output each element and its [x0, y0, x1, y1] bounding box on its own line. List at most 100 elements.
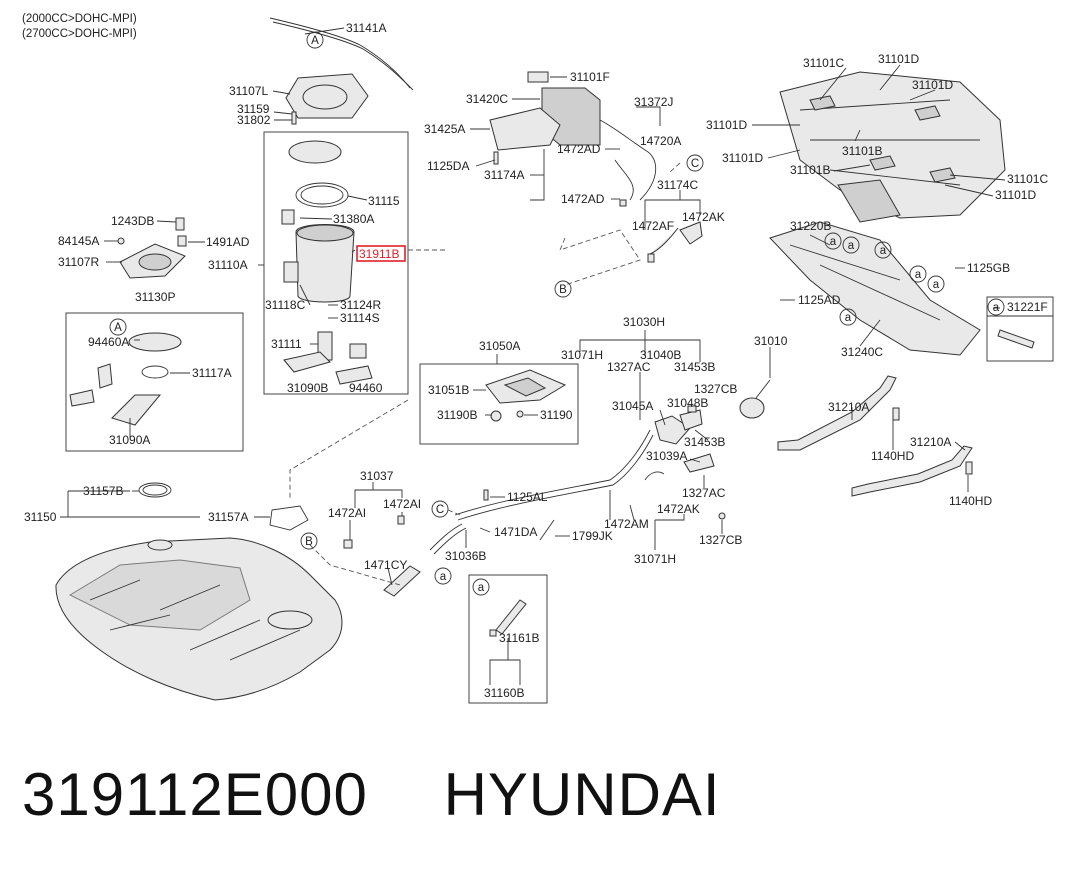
- svg-text:a: a: [440, 571, 447, 583]
- gasket-31157b: [138, 482, 172, 498]
- label-1125ad: 1125AD: [798, 293, 841, 307]
- callout-a-shield-1: a: [824, 232, 842, 250]
- label-31425a: 31425A: [424, 122, 465, 136]
- svg-text:B: B: [305, 536, 313, 548]
- callout-a-shield-5: a: [927, 275, 945, 293]
- label-31101d-top: 31101D: [878, 52, 919, 66]
- engine-spec-line-2: (2700CC>DOHC-MPI): [22, 28, 137, 40]
- label-31101b-upper: 31101B: [842, 144, 882, 158]
- label-31240c: 31240C: [841, 345, 883, 359]
- label-31101b-lower: 31101B: [790, 163, 830, 177]
- label-31141a: 31141A: [346, 21, 386, 35]
- label-1125al: 1125AL: [507, 490, 548, 504]
- label-31130p: 31130P: [135, 290, 175, 304]
- label-31157a: 31157A: [208, 510, 248, 524]
- svg-text:A: A: [114, 322, 122, 334]
- fuel-pump-module-box: [263, 131, 409, 395]
- svg-text:a: a: [848, 240, 855, 252]
- label-31101d-bottom: 31101D: [995, 188, 1036, 202]
- label-94460: 94460: [349, 381, 383, 395]
- label-31210a-lower: 31210A: [910, 435, 951, 449]
- svg-text:C: C: [436, 504, 444, 516]
- tank-straps: [777, 375, 973, 497]
- label-31101d-right: 31101D: [912, 78, 953, 92]
- svg-text:a: a: [880, 245, 887, 257]
- fuel-tank: [55, 537, 343, 701]
- label-31039a: 31039A: [646, 449, 687, 463]
- detail-a-box-right: [986, 296, 1054, 362]
- svg-text:a: a: [845, 312, 852, 324]
- label-31101f: 31101F: [570, 70, 610, 84]
- gasket-31157a: [269, 505, 309, 531]
- label-31157b: 31157B: [83, 484, 123, 498]
- label-1491ad: 1491AD: [206, 235, 250, 249]
- label-1472ai-right: 1472AI: [383, 497, 421, 511]
- label-1472af: 1472AF: [632, 219, 674, 233]
- label-31174c: 31174C: [657, 178, 698, 192]
- caption-brand: HYUNDAI: [443, 761, 721, 828]
- label-31160b: 31160B: [484, 686, 524, 700]
- label-31037: 31037: [360, 469, 394, 483]
- label-31111: 31111: [271, 337, 302, 351]
- vent-tube-31141a: [269, 17, 411, 89]
- label-1799jk: 1799JK: [572, 529, 613, 543]
- label-31110a: 31110A: [208, 258, 248, 272]
- label-31210a-upper: 31210A: [828, 400, 869, 414]
- callout-a-shield-2: a: [842, 236, 860, 254]
- label-31050a: 31050A: [479, 339, 520, 353]
- label-31107r: 31107R: [58, 255, 99, 269]
- label-1327ac-upper: 1327AC: [607, 360, 651, 374]
- label-31453b-lower: 31453B: [684, 435, 725, 449]
- label-1125gb: 1125GB: [967, 261, 1010, 275]
- label-1471cy: 1471CY: [364, 558, 407, 572]
- fuel-hoses: [343, 489, 555, 597]
- svg-text:a: a: [478, 582, 485, 594]
- label-1472ad-upper: 1472AD: [557, 142, 601, 156]
- label-31071h-upper: 31071H: [561, 348, 603, 362]
- label-31101c-right: 31101C: [1007, 172, 1048, 186]
- label-31911b: 31911B: [359, 247, 399, 261]
- label-31101c-top: 31101C: [803, 56, 844, 70]
- label-31117a: 31117A: [192, 366, 232, 380]
- label-31802: 31802: [237, 113, 271, 127]
- label-1327cb-upper: 1327CB: [694, 382, 737, 396]
- label-31372j: 31372J: [634, 95, 673, 109]
- label-31090a: 31090A: [109, 433, 150, 447]
- svg-text:a: a: [993, 302, 1000, 314]
- svg-text:A: A: [311, 35, 319, 47]
- callout-a-shield-4: a: [909, 265, 927, 283]
- svg-text:a: a: [830, 236, 837, 248]
- tank-heat-shields: [769, 71, 1006, 356]
- label-31453b-upper: 31453B: [674, 360, 715, 374]
- label-14720a: 14720A: [640, 134, 681, 148]
- svg-text:B: B: [559, 284, 567, 296]
- highlight-box-31911b: [356, 245, 406, 262]
- label-31114s: 31114S: [340, 311, 380, 325]
- label-1472ak-canister: 1472AK: [682, 210, 725, 224]
- callout-c-filler: C: [431, 500, 449, 518]
- part-caption: 319112E000 HYUNDAI: [22, 760, 721, 829]
- label-31030h: 31030H: [623, 315, 665, 329]
- callout-a-sender: A: [109, 318, 127, 336]
- leader-lines: [60, 27, 1006, 685]
- detail-a-box: [468, 574, 548, 704]
- detail-a-parts: [489, 329, 1035, 637]
- label-31174a: 31174A: [484, 168, 524, 182]
- label-31107l: 31107L: [229, 84, 268, 98]
- label-31190: 31190: [540, 408, 573, 422]
- label-31118c: 31118C: [265, 298, 306, 312]
- caption-part-number: 319112E000: [22, 761, 368, 828]
- label-31420c: 31420C: [466, 92, 508, 106]
- label-31221f: 31221F: [1007, 300, 1048, 314]
- svg-text:a: a: [915, 269, 922, 281]
- callout-b-tank: B: [300, 532, 318, 550]
- label-1327ac-lower: 1327AC: [682, 486, 726, 500]
- label-1472ad-lower: 1472AD: [561, 192, 605, 206]
- label-1472ai-left: 1472AI: [328, 506, 366, 520]
- label-1243db: 1243DB: [111, 214, 154, 228]
- engine-spec-line-1: (2000CC>DOHC-MPI): [22, 13, 137, 25]
- canister-bracket: [485, 369, 567, 422]
- label-1472am: 1472AM: [604, 517, 649, 531]
- label-31090b: 31090B: [287, 381, 328, 395]
